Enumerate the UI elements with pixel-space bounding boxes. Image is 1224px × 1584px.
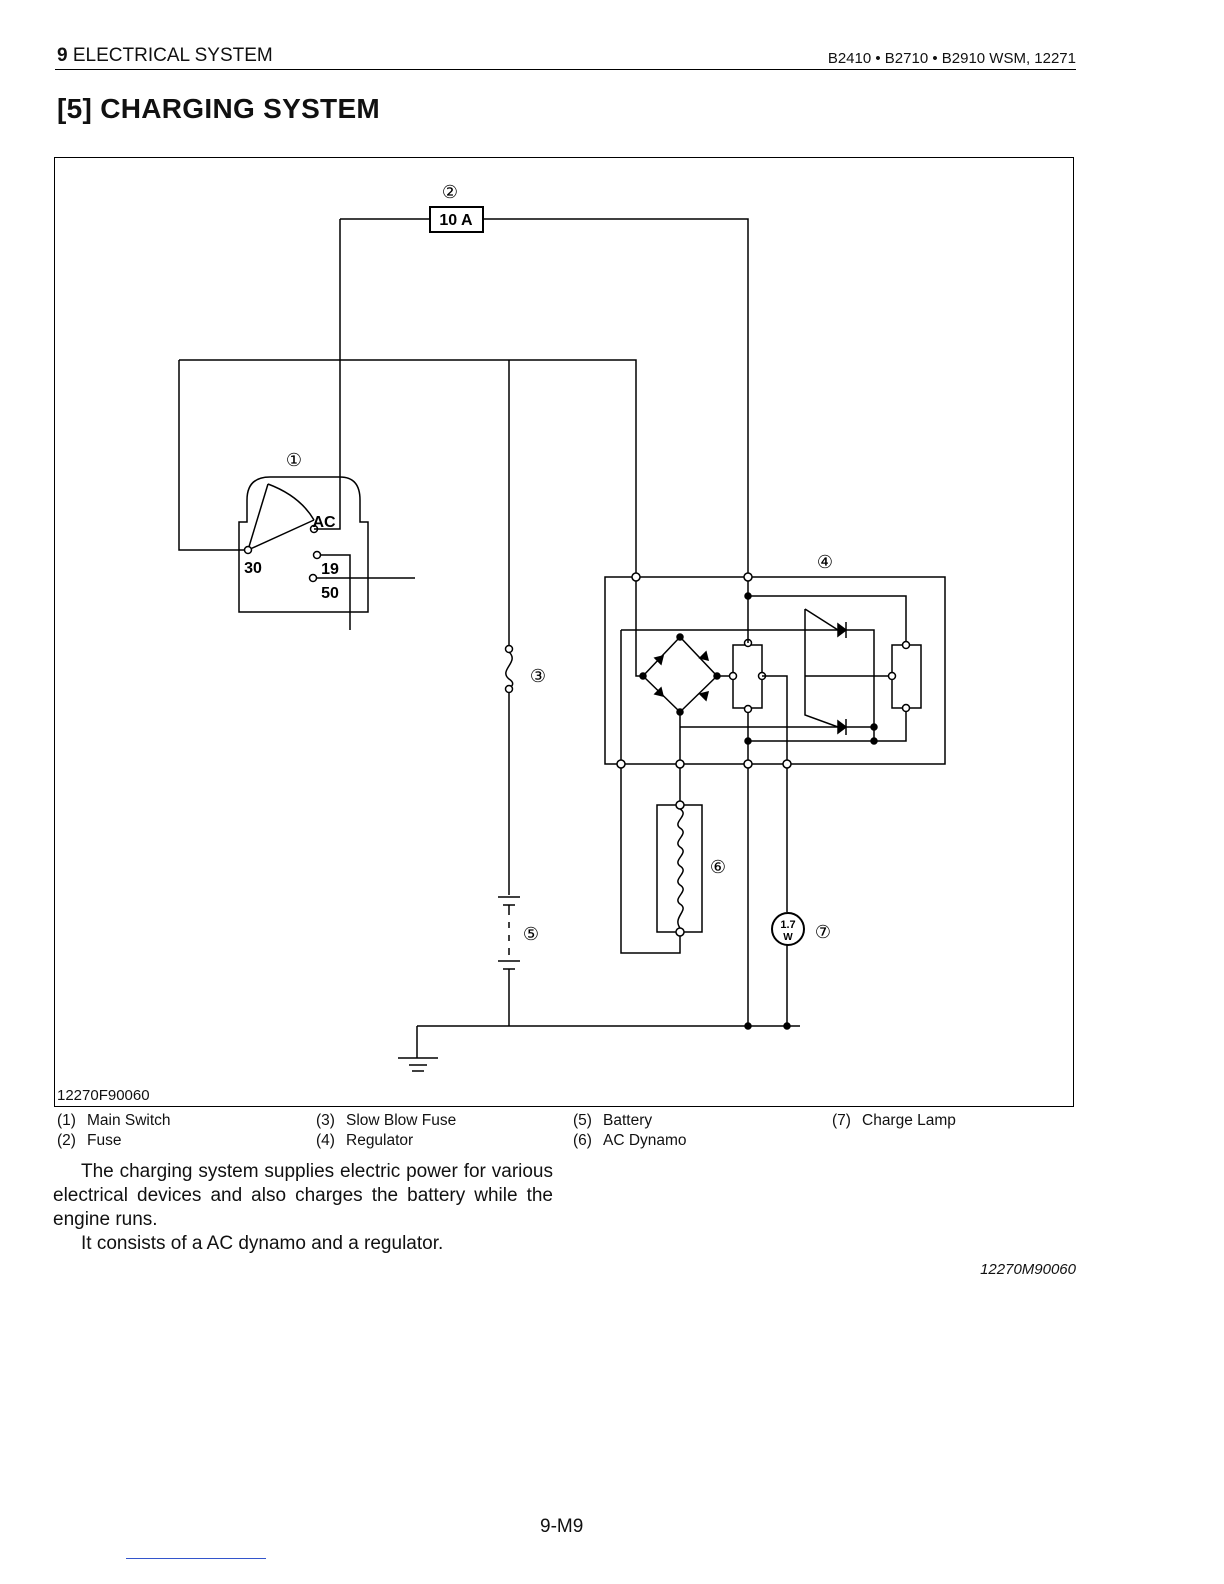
legend-item: (6)AC Dynamo: [573, 1132, 687, 1149]
switch-terminal-50: 50: [321, 585, 339, 602]
legend-col-4: (7)Charge Lamp: [832, 1111, 956, 1131]
chapter-title: ELECTRICAL SYSTEM: [72, 45, 273, 66]
switch-terminal-ac: AC: [312, 514, 336, 531]
model-header: B2410 • B2710 • B2910 WSM, 12271: [827, 50, 1076, 67]
ac-dynamo: [620, 768, 703, 954]
charge-lamp: 1.7 W: [771, 912, 805, 946]
fuse-wire: [340, 218, 749, 577]
lamp-rating-top: 1.7: [780, 919, 795, 931]
switch-30-bus: [179, 359, 637, 577]
callout-1: ①: [286, 450, 302, 470]
legend-item: (5)Battery: [573, 1112, 653, 1129]
callout-4: ④: [817, 552, 833, 572]
diagram-frame: [54, 157, 1074, 1107]
fuse-10a: 10 A: [429, 206, 484, 233]
fuse-rating-label: 10 A: [439, 212, 473, 229]
legend-item: (4)Regulator: [316, 1132, 414, 1149]
body-text: The charging system supplies electric po…: [53, 1160, 553, 1256]
callout-6: ⑥: [710, 857, 726, 877]
switch-terminal-19: 19: [321, 561, 339, 578]
body-paragraph-2: It consists of a AC dynamo and a regulat…: [81, 1233, 444, 1254]
callout-2: ②: [442, 182, 458, 202]
figure-code: 12270F90060: [57, 1087, 150, 1104]
chapter-header: 9 ELECTRICAL SYSTEM: [57, 45, 273, 67]
page-number: 9-M9: [540, 1516, 584, 1537]
legend-item: (3)Slow Blow Fuse: [316, 1112, 457, 1129]
callout-3: ③: [530, 666, 546, 686]
legend-item: (7)Charge Lamp: [832, 1112, 956, 1129]
legend-col-3: (5)Battery (6)AC Dynamo: [573, 1111, 687, 1151]
body-paragraph-1: The charging system supplies electric po…: [53, 1161, 553, 1230]
switch-30-left-wire: [178, 360, 248, 551]
bottom-decoration-line: [126, 1558, 266, 1559]
switch-terminal-30: 30: [244, 560, 262, 577]
section-title: [5] CHARGING SYSTEM: [57, 93, 381, 124]
battery: [498, 896, 520, 1026]
callout-5: ⑤: [523, 924, 539, 944]
legend-col-2: (3)Slow Blow Fuse (4)Regulator: [316, 1111, 456, 1151]
regulator: [604, 572, 946, 769]
ground-symbol: [398, 1026, 438, 1072]
legend-col-1: (1)Main Switch (2)Fuse: [57, 1111, 171, 1151]
header-rule: [55, 69, 1076, 70]
lamp-rating-bottom: W: [783, 932, 793, 943]
chapter-number: 9: [57, 45, 68, 66]
document-code: 12270M90060: [980, 1261, 1076, 1278]
slow-blow-fuse: [504, 644, 514, 895]
charging-system-schematic: 10 A ② AC 30 19 50 ① ③ ⑤: [178, 182, 946, 1072]
callout-7: ⑦: [815, 922, 831, 942]
legend-item: (1)Main Switch: [57, 1112, 171, 1129]
legend-item: (2)Fuse: [57, 1132, 122, 1149]
main-switch: AC 30 19 50: [238, 476, 415, 630]
